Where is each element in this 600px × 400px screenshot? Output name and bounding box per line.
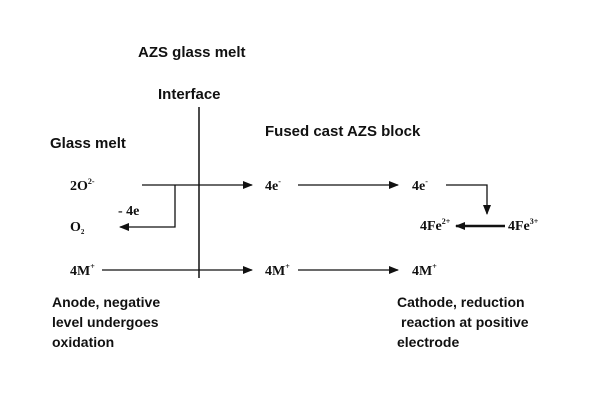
glass-melt-heading: Glass melt (50, 135, 126, 152)
cathode-caption: Cathode, reduction reaction at positive … (397, 294, 532, 350)
oxide-ion-label: 2O2- (70, 177, 95, 194)
azs-glass-melt-heading: AZS glass melt (138, 44, 246, 61)
arrow-electrons-to-ferric (446, 184, 491, 215)
metal-mid-label: 4M+ (265, 262, 290, 279)
ferrous-label: 4Fe2+ (420, 217, 451, 234)
electrons-mid-label: 4e- (265, 177, 281, 194)
oxygen-label: O2 (70, 220, 85, 236)
ferric-label: 4Fe3+ (508, 217, 539, 234)
electrons-right-label: 4e- (412, 177, 428, 194)
anode-caption: Anode, negative level undergoes oxidatio… (52, 294, 164, 350)
metal-right-label: 4M+ (412, 262, 437, 279)
electron-loss-label: - 4e (118, 204, 139, 219)
arrow-oxide-to-oxygen (119, 185, 176, 231)
metal-left-label: 4M+ (70, 262, 95, 279)
fused-cast-block-heading: Fused cast AZS block (265, 123, 421, 140)
interface-heading: Interface (158, 86, 221, 103)
